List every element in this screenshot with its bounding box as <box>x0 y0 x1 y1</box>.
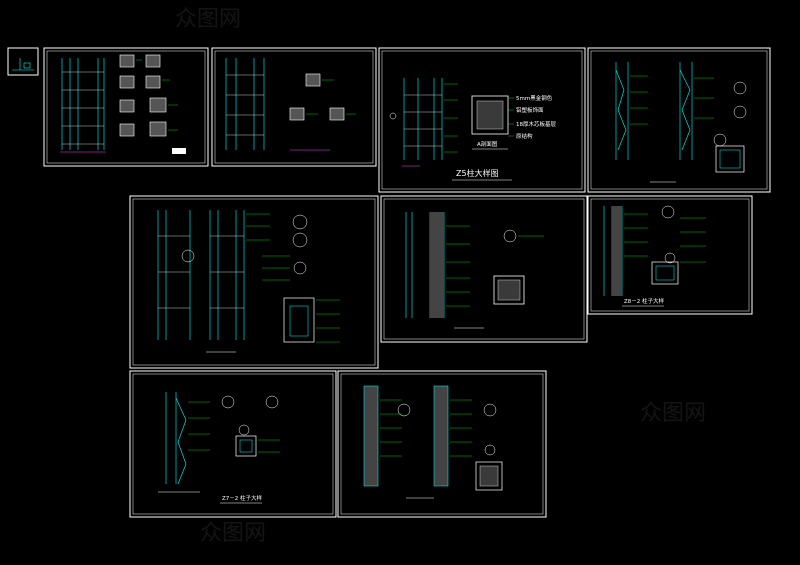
frame-sheet-z8-2 <box>587 195 753 315</box>
sheet-frames <box>7 47 771 518</box>
sheet-z5-drawings <box>389 78 514 167</box>
sheet-z7-drawings <box>615 62 747 183</box>
sheet-z8-drawings <box>405 212 544 329</box>
sheet-z9-drawings <box>363 385 503 499</box>
watermark-top: 众图网 <box>175 7 241 32</box>
watermark-bottom: 众图网 <box>200 521 266 546</box>
key-mini-drawing <box>12 58 34 71</box>
z5-section-title: A剖面图 <box>477 140 498 148</box>
sheet-z6-drawings <box>157 210 340 353</box>
z7-2-sheet-title: Z7－2 柱子大样 <box>222 494 263 502</box>
z5-callout-2: 铝塑板饰面 <box>516 106 544 114</box>
sheet-z8-2-drawings <box>603 205 706 296</box>
z5-callout-1: 5mm黑金钢色 <box>516 94 553 102</box>
frame-sheet-z5 <box>378 47 586 193</box>
sheet-1-drawings <box>60 54 186 154</box>
frame-key-mini <box>7 47 39 76</box>
frame-sheet-z6 <box>129 195 379 369</box>
watermark-layer: 众图网 众图网 众图网 <box>175 7 706 546</box>
frame-sheet-1 <box>43 47 209 167</box>
frame-sheet-2 <box>211 47 377 167</box>
z8-2-sheet-title: Z8－2 柱子大样 <box>624 297 665 305</box>
z5-sheet-title: Z5柱大样图 <box>456 168 499 178</box>
frame-sheet-z7-2 <box>129 370 337 518</box>
frame-sheet-z9 <box>337 370 547 518</box>
z5-callout-3: 18厚木芯板基层 <box>516 120 556 128</box>
watermark-right: 众图网 <box>640 401 706 426</box>
z5-callout-4: 原结构 <box>516 132 533 140</box>
sheet-2-drawings <box>225 58 356 151</box>
frame-sheet-z8 <box>380 195 588 343</box>
frame-sheet-z7 <box>587 47 771 193</box>
sheet-z7-2-drawings <box>158 392 280 493</box>
